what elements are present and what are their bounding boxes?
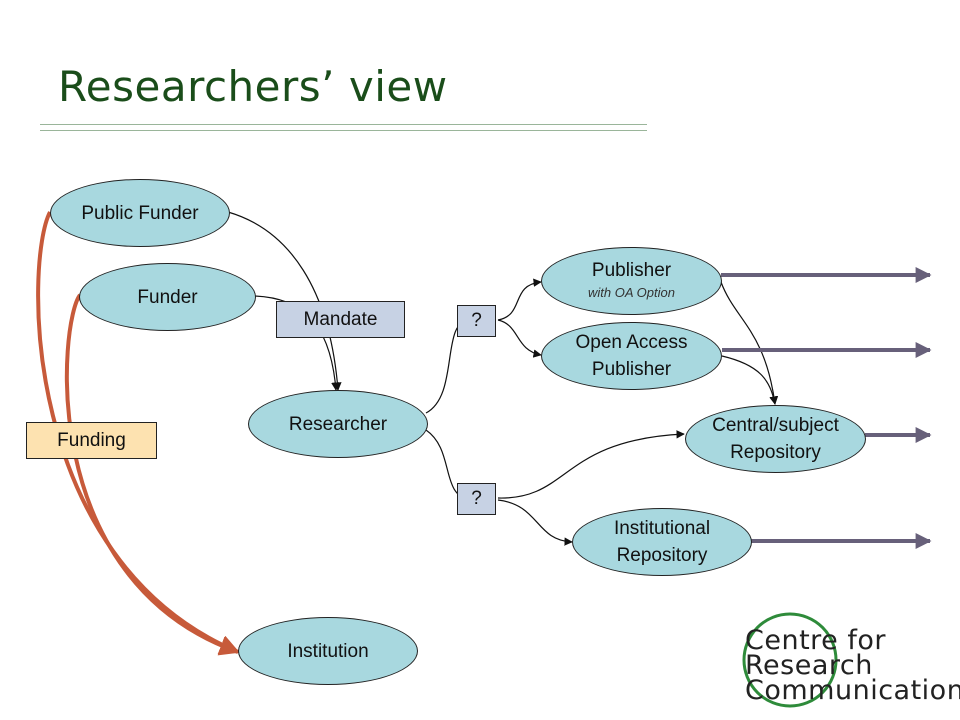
node-oa-publisher-line2: Publisher <box>591 359 672 380</box>
funding-arrow-public-funder <box>36 211 240 655</box>
funding-arrow-funder <box>64 293 240 656</box>
question-top-to-publisher <box>497 278 542 321</box>
page-title: Researchers’ view <box>58 62 448 111</box>
logo-line-3: Communications <box>745 675 960 706</box>
publisher-to-central <box>720 281 779 405</box>
question-top-to-oa-publisher <box>497 319 542 358</box>
mandate-label: Mandate <box>276 301 405 338</box>
node-oa-publisher: Open Access Publisher <box>541 322 722 390</box>
logo-circle-icon <box>742 612 838 708</box>
node-institutional-line2: Repository <box>616 545 708 566</box>
node-institution-label: Institution <box>287 640 369 662</box>
question-box-bottom: ? <box>457 483 496 515</box>
node-central-repository: Central/subject Repository <box>685 405 866 473</box>
node-funder-label: Funder <box>137 286 198 308</box>
node-researcher-label: Researcher <box>288 413 388 435</box>
logo-line-1: Centre for <box>745 625 886 656</box>
question-bottom-to-central <box>497 430 685 499</box>
node-institutional-repository: Institutional Repository <box>572 508 752 576</box>
question-bottom-to-institutional <box>497 499 573 546</box>
node-institution: Institution <box>238 617 418 685</box>
funding-label: Funding <box>26 422 157 459</box>
node-public-funder: Public Funder <box>50 179 230 247</box>
oa-publisher-to-central <box>721 355 778 405</box>
title-divider <box>40 124 647 131</box>
logo-line-2: Research <box>745 650 873 681</box>
node-funder: Funder <box>79 263 256 331</box>
node-central-line2: Repository <box>730 442 821 463</box>
mandate-arrow-public-funder <box>227 211 342 391</box>
node-researcher: Researcher <box>248 390 428 458</box>
node-oa-publisher-line1: Open Access <box>575 332 688 353</box>
node-central-line1: Central/subject <box>712 415 839 436</box>
node-publisher: Publisher with OA Option <box>541 247 722 315</box>
node-publisher-sublabel: with OA Option <box>588 284 675 300</box>
node-publisher-label: Publisher <box>591 259 672 281</box>
node-institutional-line1: Institutional <box>613 518 711 539</box>
node-public-funder-label: Public Funder <box>81 202 199 224</box>
question-box-top: ? <box>457 305 496 337</box>
